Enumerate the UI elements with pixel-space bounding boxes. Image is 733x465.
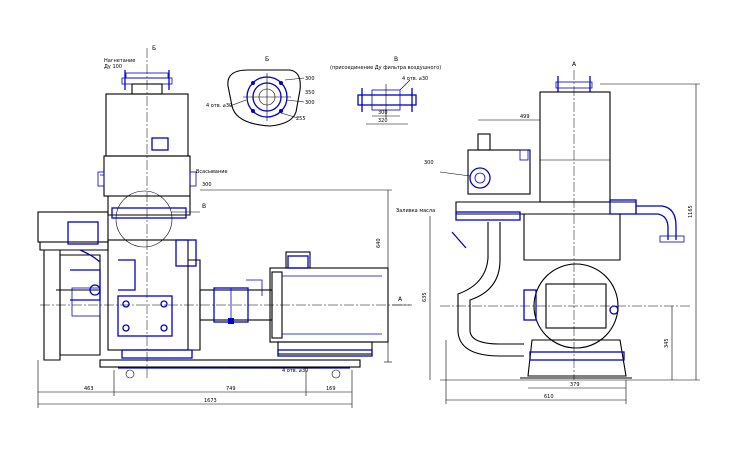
dim-right: 169 — [326, 386, 336, 392]
detail-b-dim-b: 350 — [305, 90, 315, 96]
dim-left: 463 — [84, 386, 94, 392]
dim-total: 1673 — [204, 398, 217, 404]
detail-b-dim-c: 300 — [305, 100, 315, 106]
detail-b-title-text: Б — [265, 56, 269, 63]
detail-v-holes: 4 отв. ⌀30 — [402, 76, 428, 82]
dim-height: 640 — [376, 238, 382, 248]
detail-b-dim-a: 300 — [305, 76, 315, 82]
section-b-mark: Б — [152, 45, 156, 52]
side-dim-base: 379 — [570, 382, 580, 388]
detail-v-dim-b: 320 — [378, 118, 388, 124]
front-view: Нагнетание Ду 100 Б Всасывание 300 В 4 о… — [37, 45, 412, 408]
detail-v: В (присоединение Ду фильтра воздушного) … — [330, 56, 441, 125]
detail-v-subtitle: (присоединение Ду фильтра воздушного) — [330, 65, 441, 71]
side-view-title: А — [572, 61, 577, 68]
side-dim-tall: 1165 — [688, 205, 694, 218]
suction-label: Всасывание — [196, 169, 228, 175]
pressure-label: Нагнетание — [104, 58, 135, 64]
view-arrow: А — [398, 296, 403, 303]
detail-b-holes: 4 отв. ⌀30 — [206, 103, 232, 109]
detail-b-dim-d: 255 — [296, 116, 306, 122]
callout-v: В — [202, 203, 206, 210]
side-dim-base-total: 610 — [544, 394, 554, 400]
detail-v-title: В — [394, 56, 398, 63]
side-label-left: 300 — [424, 160, 434, 166]
detail-b: Б 300 350 300 255 4 отв. ⌀30 — [206, 56, 315, 127]
pressure-flange-label: Ду 100 — [104, 64, 122, 70]
side-dim-top: 499 — [520, 114, 530, 120]
detail-v-dim-a: 300 — [378, 110, 388, 116]
mount-note: 4 отв. ⌀30 — [282, 368, 308, 374]
dim-mid: 749 — [226, 386, 236, 392]
side-dim-right-v: 345 — [664, 338, 670, 348]
suction-dim: 300 — [202, 182, 212, 188]
side-view: А — [396, 61, 700, 404]
side-water-mark: Заливка масла — [396, 208, 435, 214]
side-dim-left-v: 635 — [422, 292, 428, 302]
